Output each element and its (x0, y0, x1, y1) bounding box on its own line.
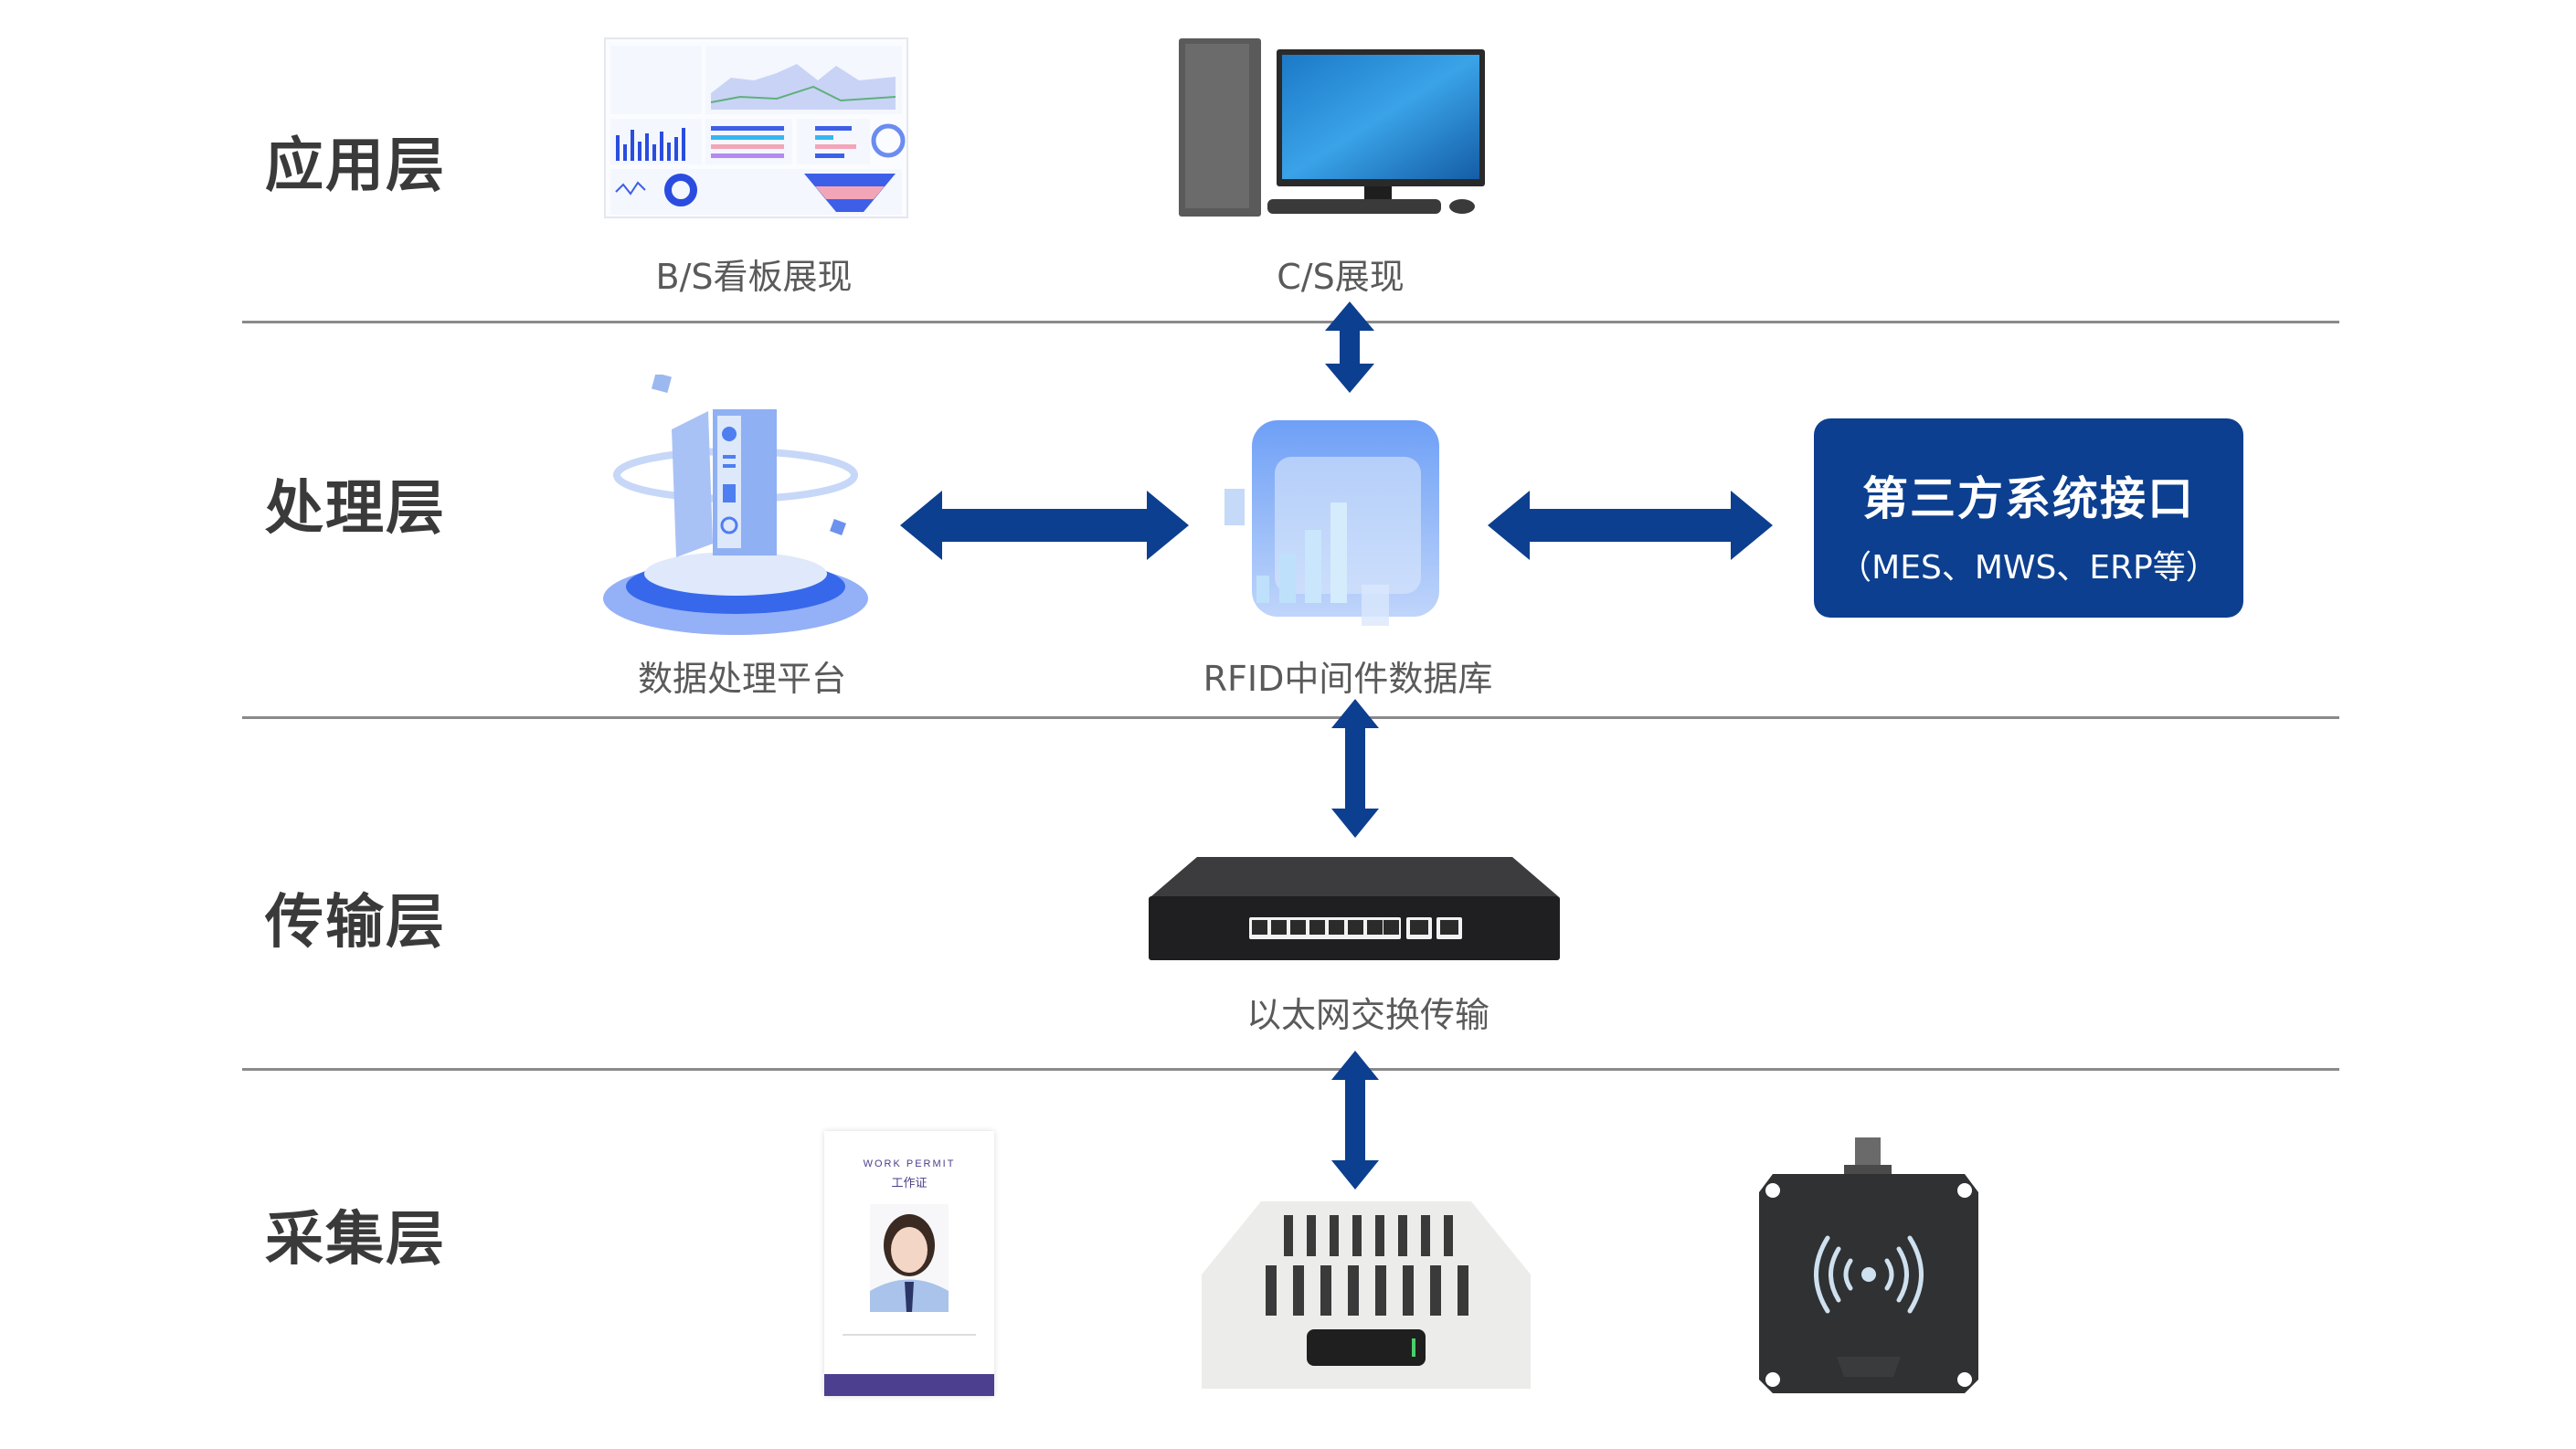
data-processing-platform-caption: 数据处理平台 (637, 659, 847, 699)
wireless-signal-icon (1814, 1235, 1924, 1314)
rfid-middleware-database-image (1224, 416, 1462, 635)
cs-desktop-caption: C/S展现 (1277, 257, 1405, 297)
arrow-middleware-third-party (1488, 491, 1773, 560)
work-permit-rfid-card: WORK PERMIT 工作证 (824, 1131, 994, 1396)
arrow-middleware-switch (1331, 699, 1379, 838)
rfid-reader-antenna-device (1754, 1137, 1983, 1398)
desktop-computer-icon (1179, 38, 1485, 217)
arrow-application-middleware (1325, 301, 1374, 393)
person-photo-icon (870, 1214, 949, 1312)
arrow-switch-collection (1331, 1051, 1379, 1190)
badge-photo (870, 1204, 949, 1312)
bs-dashboard-caption: B/S看板展现 (655, 257, 853, 297)
ethernet-switch-image (1147, 857, 1563, 967)
bar-chart-tile-icon (1224, 420, 1439, 626)
arrow-platform-middleware (900, 491, 1189, 560)
layer-label-collection: 采集层 (265, 1206, 446, 1274)
layer-label-processing: 处理层 (265, 475, 446, 543)
layer-label-transport: 传输层 (265, 889, 446, 957)
layer-label-application: 应用层 (265, 132, 446, 200)
rfid-gateway-device (1193, 1192, 1540, 1398)
bs-dashboard-image (603, 37, 909, 219)
dashboard-icon (604, 37, 908, 218)
third-party-subtitle: （MES、MWS、ERP等） (1839, 549, 2219, 587)
badge-header-en: WORK PERMIT (863, 1158, 956, 1169)
ethernet-switch-caption: 以太网交换传输 (1246, 995, 1490, 1035)
layer-separator-2 (242, 716, 2339, 719)
third-party-title: 第三方系统接口 (1862, 472, 2195, 525)
rfid-gateway-icon (1202, 1201, 1531, 1389)
layer-separator-1 (242, 321, 2339, 323)
data-platform-icon (603, 372, 868, 635)
rfid-reader-icon (1759, 1137, 1978, 1393)
badge-info-line (843, 1334, 976, 1336)
badge-header-cn: 工作证 (891, 1177, 928, 1190)
rfid-middleware-database-caption: RFID中间件数据库 (1203, 659, 1493, 699)
layer-separator-3 (242, 1068, 2339, 1071)
data-processing-platform-image (599, 372, 873, 640)
badge-footer-bar (824, 1374, 994, 1396)
network-switch-icon (1149, 857, 1560, 960)
cs-desktop-computer-image (1174, 37, 1499, 219)
third-party-system-interface-box: 第三方系统接口 （MES、MWS、ERP等） (1814, 418, 2243, 618)
